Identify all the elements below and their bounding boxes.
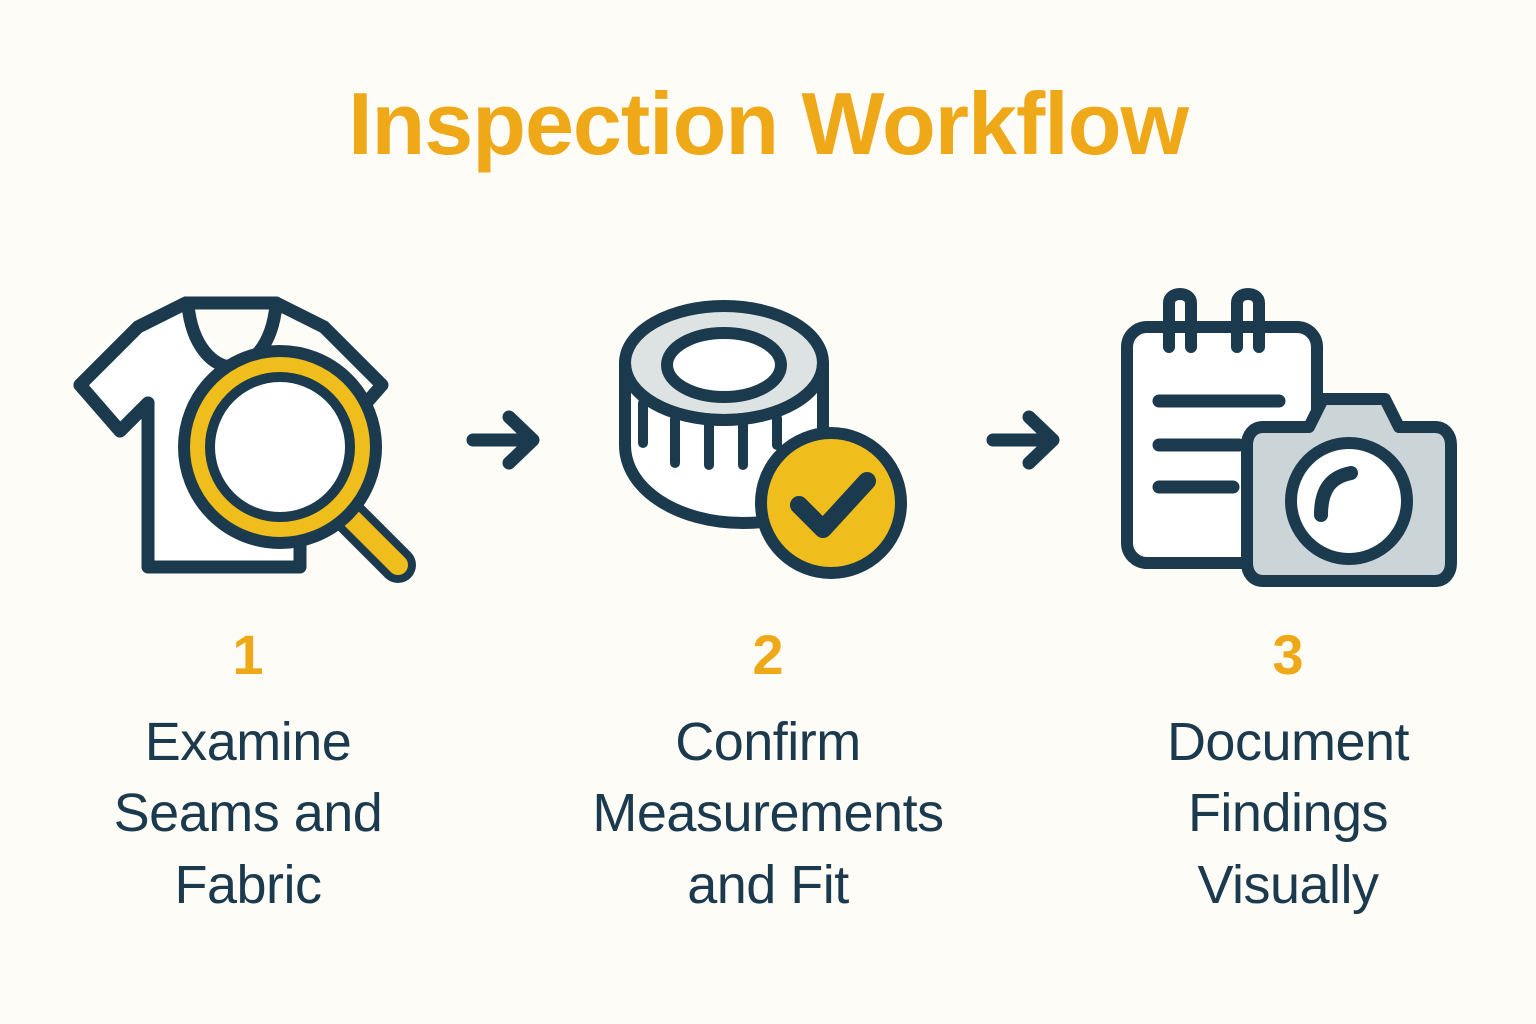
page-title: Inspection Workflow (348, 74, 1189, 173)
notepad-camera-graphic (1121, 288, 1457, 587)
tshirt-magnifier-icon (48, 275, 448, 605)
step-label-1: Examine Seams and Fabric (113, 712, 383, 915)
notepad-camera-icon (1088, 275, 1488, 605)
workflow-steps: 1 Examine Seams and Fabric (0, 275, 1536, 955)
arrow-step1-to-step2 (448, 275, 568, 605)
step-label-3: Document Findings Visually (1166, 712, 1410, 915)
arrow-right-icon (986, 410, 1060, 470)
step-label-2: Confirm Measurements and Fit (592, 712, 944, 915)
workflow-step-2: 2 Confirm Measurements and Fit (568, 275, 968, 921)
workflow-step-1: 1 Examine Seams and Fabric (48, 275, 448, 921)
tshirt-magnifier-graphic (73, 296, 416, 583)
workflow-step-3: 3 Document Findings Visually (1088, 275, 1488, 921)
measuring-tape-check-icon (568, 275, 968, 605)
step-number-2: 2 (752, 623, 784, 686)
step-number-3: 3 (1272, 623, 1304, 686)
measuring-tape-check-graphic (619, 300, 907, 579)
step-number-1: 1 (232, 623, 264, 686)
arrow-right-icon (466, 410, 540, 470)
arrow-step2-to-step3 (968, 275, 1088, 605)
